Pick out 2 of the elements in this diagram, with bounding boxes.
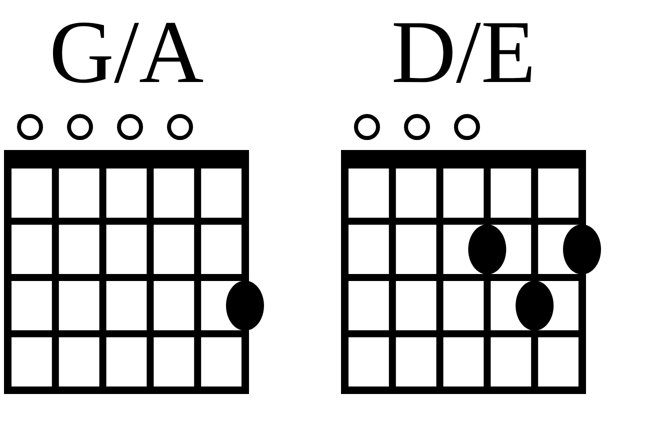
- chord-name: D/E: [394, 22, 532, 83]
- chord-name: G/A: [52, 22, 204, 83]
